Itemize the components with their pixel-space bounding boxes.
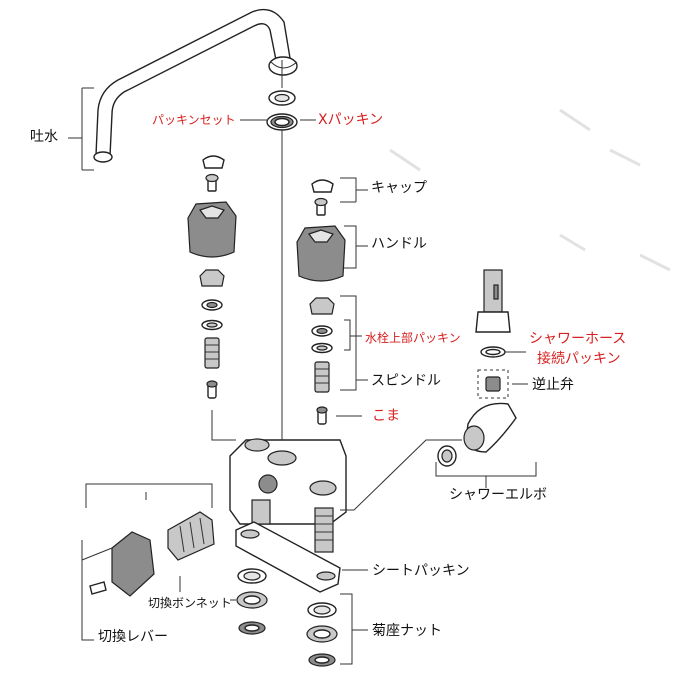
right-nut-stack <box>306 602 338 667</box>
left-valve-stack <box>187 155 237 399</box>
label-cap: キャップ <box>371 180 427 196</box>
label-valve-top-packing: 水栓上部パッキン <box>365 331 461 345</box>
left-nut-stack <box>236 568 268 635</box>
label-shower-hose-packing-line2: 接続パッキン <box>537 351 621 367</box>
label-spout: 吐水 <box>30 129 58 145</box>
label-shower-elbow: シャワーエルボ <box>449 487 547 503</box>
label-lock-nut: 菊座ナット <box>372 623 442 639</box>
leader-lines <box>68 60 537 665</box>
label-koma: こま <box>372 408 400 424</box>
label-check-valve: 逆止弁 <box>532 377 574 393</box>
faucet-body <box>229 438 347 553</box>
label-shower-hose-packing-line1: シャワーホース <box>529 331 627 347</box>
packing-set-parts <box>266 90 298 131</box>
label-switch-lever: 切換レバー <box>98 629 168 645</box>
shower-parts <box>437 269 517 467</box>
label-x-packing: Xパッキン <box>318 112 384 128</box>
label-seat-packing: シートパッキン <box>372 563 470 579</box>
seat-packing-part <box>235 521 341 593</box>
label-switch-bonnet: 切換ボンネット <box>148 596 232 610</box>
label-spindle: スピンドル <box>371 373 441 389</box>
right-valve-stack <box>296 179 346 425</box>
spout-part <box>93 8 298 163</box>
background-marks <box>389 108 671 272</box>
label-packing-set: パッキンセット <box>152 113 236 127</box>
label-handle: ハンドル <box>371 236 427 252</box>
switch-parts <box>89 511 215 597</box>
